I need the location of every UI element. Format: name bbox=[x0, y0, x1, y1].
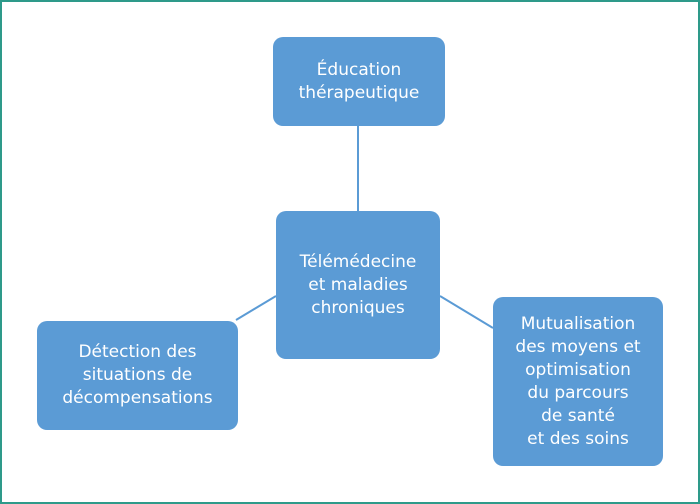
node-telemedecine-maladies-chroniques: Télémédecine et maladies chroniques bbox=[276, 211, 440, 359]
node-education-therapeutique: Éducation thérapeutique bbox=[273, 37, 445, 126]
node-mutualisation-moyens: Mutualisation des moyens et optimisation… bbox=[493, 297, 663, 466]
connector-center-right bbox=[439, 295, 494, 329]
node-detection-decompensations: Détection des situations de décompensati… bbox=[37, 321, 238, 430]
connector-center-left bbox=[235, 295, 277, 321]
